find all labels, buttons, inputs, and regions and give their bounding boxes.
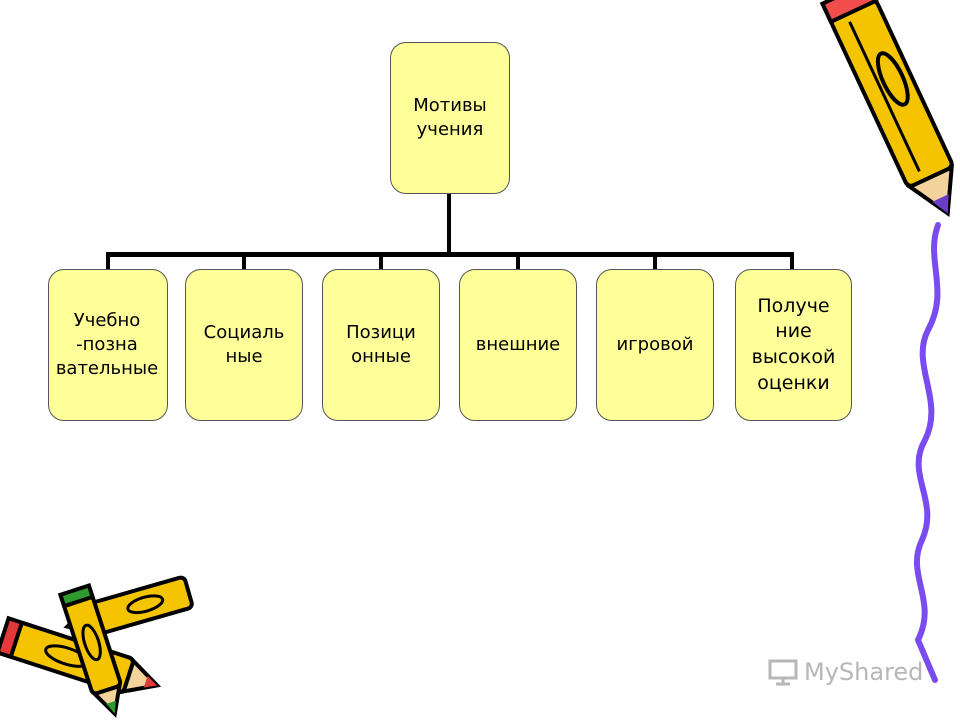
pencil-large-icon	[819, 0, 954, 217]
root-label: Мотивы учения	[413, 94, 487, 140]
root-node: Мотивы учения	[390, 42, 510, 194]
child-node-1: Учебно -позна вательные	[48, 269, 168, 421]
child-node-4: внешние	[459, 269, 577, 421]
child-node-3: Позици онные	[322, 269, 440, 421]
connector-child-1	[106, 252, 110, 270]
pencil-small-icon-3	[57, 582, 123, 718]
connector-child-6	[790, 252, 794, 270]
child-label-3: Позици онные	[346, 321, 416, 367]
purple-squiggle-icon	[914, 222, 941, 683]
connector-child-5	[653, 252, 657, 270]
child-node-6: Получе ние высокой оценки	[735, 269, 852, 421]
connector-root-stem	[447, 194, 451, 254]
child-node-2: Социаль ные	[185, 269, 303, 421]
child-label-6: Получе ние высокой оценки	[751, 294, 836, 394]
child-label-4: внешние	[475, 333, 561, 355]
watermark-text: MyShared	[804, 658, 924, 686]
connector-bus	[106, 252, 794, 257]
watermark: MyShared	[768, 658, 923, 686]
connector-child-4	[516, 252, 520, 270]
connector-child-3	[379, 252, 383, 270]
child-label-1: Учебно -позна вательные	[55, 309, 159, 380]
child-label-5: игровой	[616, 333, 694, 355]
connector-child-2	[242, 252, 246, 270]
slideshow-icon	[768, 659, 798, 686]
child-label-2: Социаль ные	[203, 321, 285, 367]
child-node-5: игровой	[596, 269, 714, 421]
